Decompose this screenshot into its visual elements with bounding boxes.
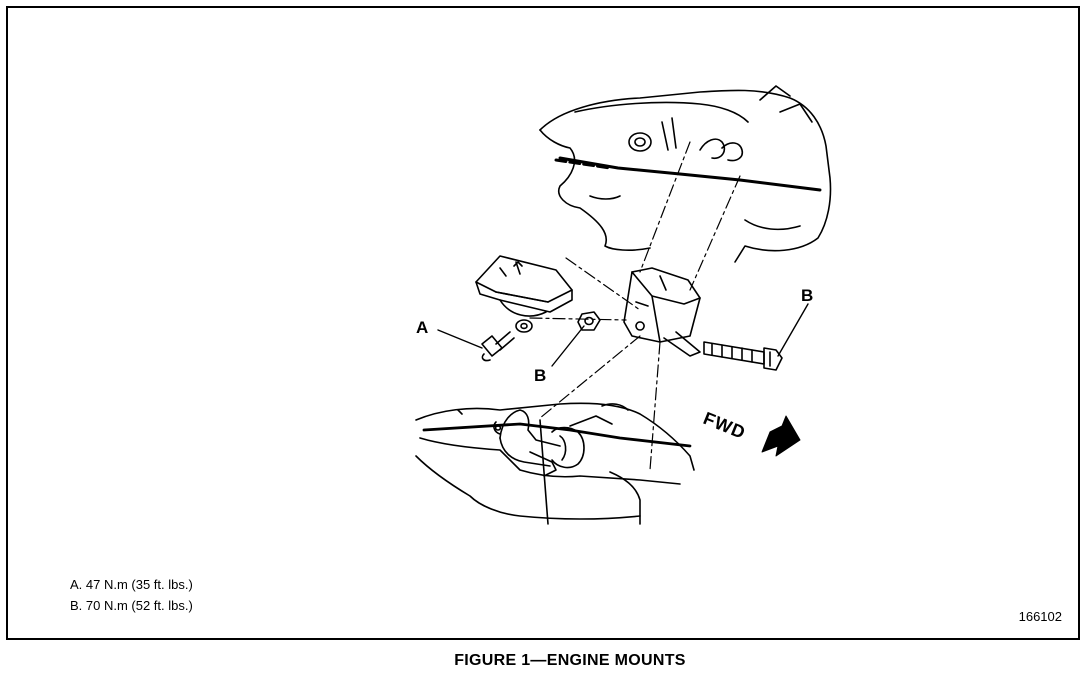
frame-crossmember xyxy=(415,402,695,525)
torque-spec-a: A. 47 N.m (35 ft. lbs.) xyxy=(70,577,193,592)
fwd-arrow-icon xyxy=(761,415,801,457)
torque-spec-b: B. 70 N.m (52 ft. lbs.) xyxy=(70,598,193,613)
mount-plate xyxy=(475,255,573,317)
callout-leaders xyxy=(437,303,809,367)
callout-a-label: A xyxy=(416,318,429,337)
alignment-lines xyxy=(529,141,741,471)
frame-bracket xyxy=(493,409,613,477)
callout-b-bolt-label: B xyxy=(801,286,814,305)
torque-spec-list: A. 47 N.m (35 ft. lbs.) B. 70 N.m (52 ft… xyxy=(70,574,193,616)
bolt-a xyxy=(481,319,533,362)
figure-number: 166102 xyxy=(1018,609,1062,624)
figure-caption: FIGURE 1—ENGINE MOUNTS xyxy=(454,652,686,669)
figure-frame xyxy=(6,6,1080,640)
nut-b xyxy=(577,311,601,331)
bolt-b xyxy=(703,341,783,371)
engine-bracket xyxy=(623,267,701,357)
callout-b-nut-label: B xyxy=(534,366,547,385)
engine-block xyxy=(539,85,832,263)
